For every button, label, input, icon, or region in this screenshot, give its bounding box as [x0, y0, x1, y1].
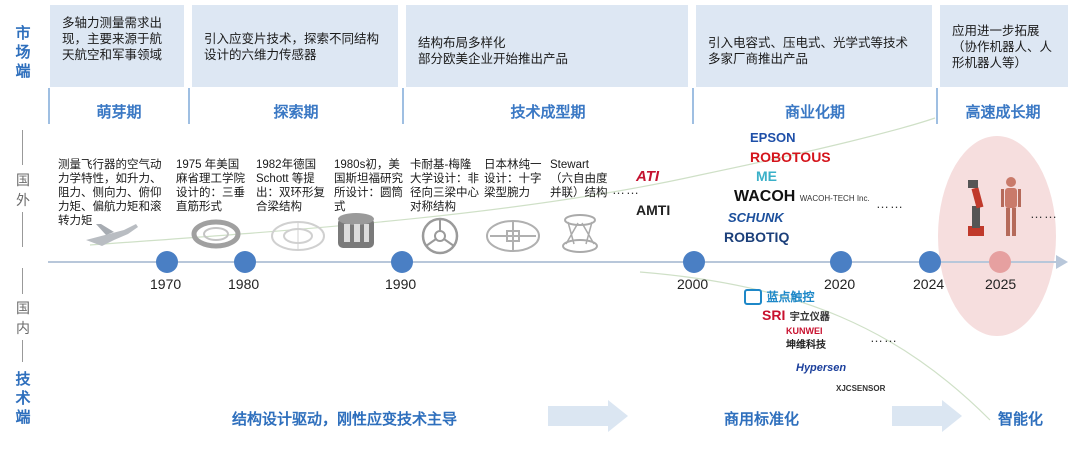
cylinder-sensor-icon [338, 213, 374, 248]
stage-sep-3 [402, 88, 404, 124]
stage-label-2: 探索期 [273, 104, 319, 121]
airplane-icon [86, 224, 138, 246]
timeline-dot-2024 [919, 251, 941, 273]
side-bracket-top2 [22, 212, 23, 247]
logo-epson: EPSON [750, 130, 796, 145]
product-text-2: 1975 年美国麻省理工学院设计的：三垂直筋形式 [176, 159, 245, 213]
timeline-dot-1980 [234, 251, 256, 273]
intelligent-label: 智能化 [998, 411, 1044, 428]
logo-schunk: SCHUNK [728, 210, 784, 225]
stage-sep-2 [188, 88, 190, 124]
product-text-3: 1982年德国Schott 等提出：双环形复合梁结构 [256, 159, 325, 213]
highlight-ellipse [938, 136, 1056, 336]
robot-ellipsis: …… [1030, 206, 1058, 221]
tech-driver-label: 结构设计驱动，刚性应变技术主导 [232, 411, 458, 428]
logo-amti: AMTI [636, 202, 671, 218]
product-text-6: 日本林纯一设计：十字梁型腕力 [484, 159, 542, 199]
logo-wacoh: WACOH WACOH-TECH Inc. [734, 188, 870, 205]
side-market: 市场端 [15, 25, 31, 80]
timeline-dot-1970 [156, 251, 178, 273]
arrow-head-1-icon [608, 400, 628, 432]
product-text-1: 测量飞行器的空气动力学特性，如升力、阻力、侧向力、俯仰力矩、偏航力矩和滚转力矩 [58, 159, 162, 227]
logo-me: ME [756, 168, 777, 184]
arrow-head-2-icon [942, 400, 962, 432]
timeline-axis [48, 261, 1060, 263]
year-2020: 2020 [824, 276, 856, 292]
year-1970: 1970 [150, 276, 182, 292]
logo-sri: SRI 宇立仪器 [762, 307, 830, 323]
market-box-2: 引入应变片技术，探索不同结构设计的六维力传感器 [192, 5, 398, 87]
logo-kunwei: KUNWEI 坤维科技 [786, 326, 826, 351]
market-box-4: 引入电容式、压电式、光学式等技术 多家厂商推出产品 [696, 5, 932, 87]
ring-sensor-icon [191, 219, 241, 249]
commercial-standard-label: 商用标准化 [724, 411, 800, 428]
logo-robotiq: ROBOTIQ [724, 229, 790, 245]
product-text-5: 卡耐基-梅隆大学设计：非径向三梁中心对称结构 [410, 159, 479, 213]
stewart-platform-icon [562, 214, 598, 253]
year-1990: 1990 [385, 276, 417, 292]
side-bracket-top [22, 130, 23, 165]
stage-label-5: 高速成长期 [965, 104, 1041, 121]
stage-sep-4 [692, 88, 694, 124]
year-2000: 2000 [677, 276, 709, 292]
stage-label-3: 技术成型期 [510, 104, 586, 121]
side-bracket-bot [22, 268, 23, 294]
year-1980: 1980 [228, 276, 260, 292]
arrow-block-1-icon [548, 406, 608, 426]
logo-xjcsensor: XJCSENSOR [836, 384, 886, 393]
side-domestic: 国内 [16, 300, 30, 336]
logo-hypersen: Hypersen [796, 362, 847, 374]
humanoid-robot-icon [1001, 177, 1021, 236]
timeline-dot-2020 [830, 251, 852, 273]
three-beam-sensor-icon [421, 217, 459, 255]
logo-ati: ATI [636, 168, 660, 185]
timeline-dot-2000 [683, 251, 705, 273]
product-text-7: Stewart （六自由度并联）结构 [550, 159, 608, 199]
timeline-arrow-icon [1056, 255, 1068, 269]
double-ring-sensor-icon [271, 221, 325, 251]
stage-sep-1 [48, 88, 50, 124]
arrow-block-2-icon [892, 406, 942, 426]
side-foreign: 国外 [16, 172, 30, 208]
timeline-dot-1990 [391, 251, 413, 273]
foreign-ellipsis: …… [876, 196, 904, 211]
timeline-dot-2025 [989, 251, 1011, 273]
stage-sep-5 [936, 88, 938, 124]
robot-arm-icon [968, 180, 984, 236]
side-tech: 技术端 [15, 371, 31, 426]
stage-label-1: 萌芽期 [96, 104, 142, 121]
market-box-1: 多轴力测量需求出现，主要来源于航天航空和军事领域 [50, 5, 184, 87]
market-box-5: 应用进一步拓展（协作机器人、人形机器人等） [940, 5, 1068, 87]
year-2024: 2024 [913, 276, 945, 292]
cross-beam-sensor-icon [486, 220, 540, 252]
side-bracket-bot2 [22, 340, 23, 362]
domestic-ellipsis: …… [870, 330, 898, 345]
logo-landian: 蓝点触控 [744, 288, 814, 306]
stage-label-4: 商业化期 [784, 104, 845, 121]
market-box-3: 结构布局多样化 部分欧美企业开始推出产品 [406, 5, 688, 87]
logo-robotous: ROBOTOUS [750, 149, 831, 165]
year-2025: 2025 [985, 276, 1017, 292]
product-text-4: 1980s初，美国斯坦福研究所设计：圆筒式 [334, 159, 403, 213]
product-ellipsis: …… [612, 182, 640, 197]
